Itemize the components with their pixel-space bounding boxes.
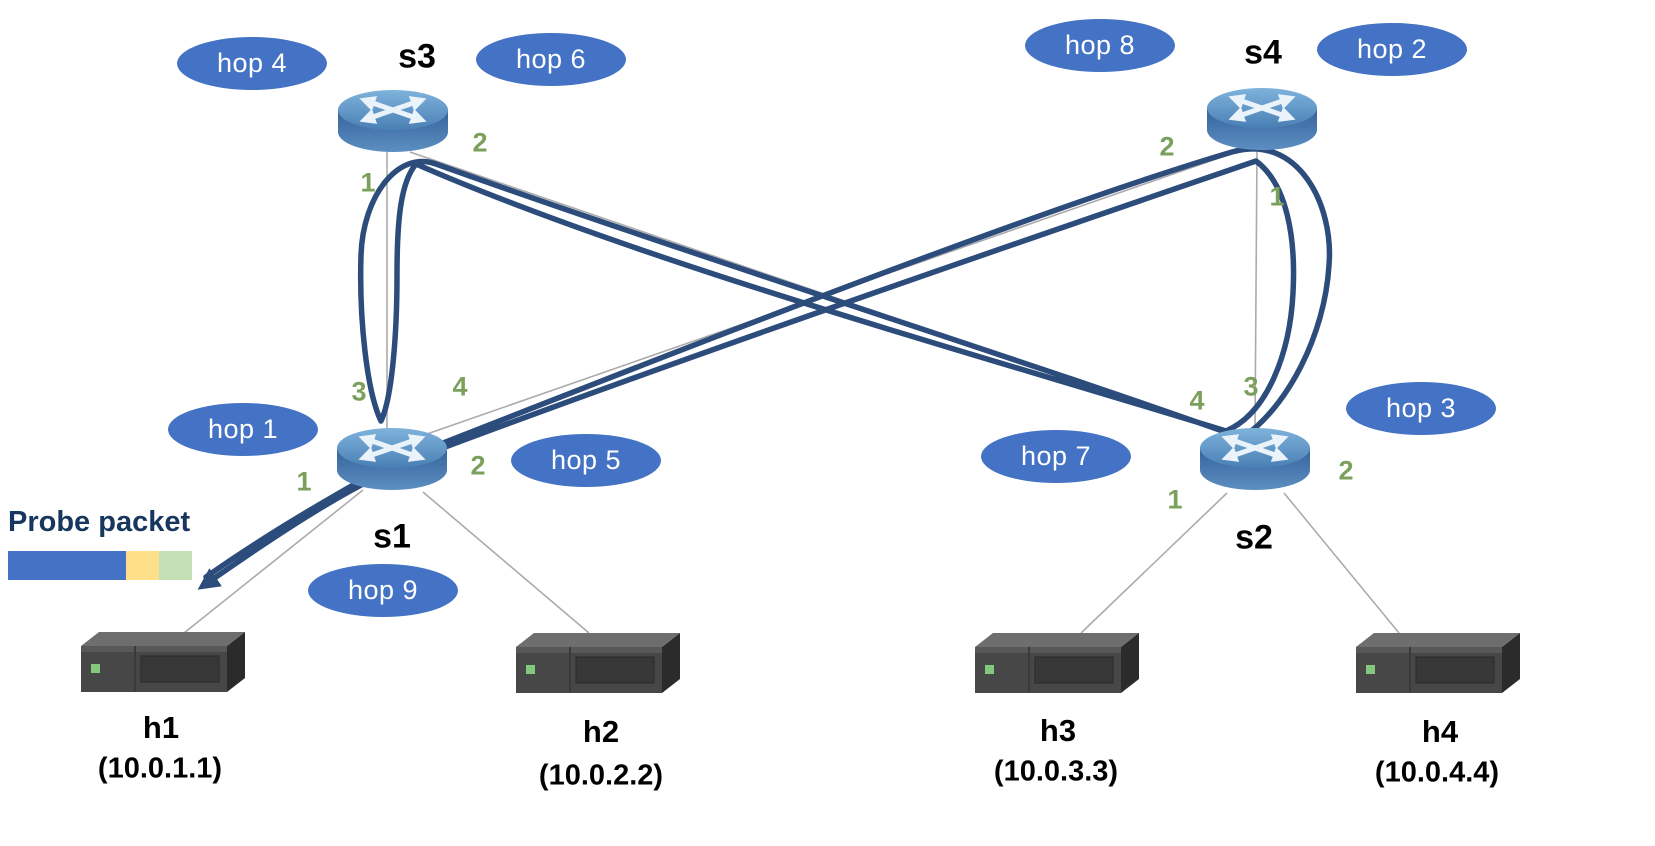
port-label-s2-3: 3 bbox=[1243, 371, 1259, 402]
server-icon-h1 bbox=[77, 630, 247, 694]
router-icon-s4 bbox=[1200, 78, 1324, 158]
router-icon-s2 bbox=[1193, 418, 1317, 498]
router-icon-s1 bbox=[330, 418, 454, 498]
port-label-s2-4: 4 bbox=[1189, 385, 1205, 416]
link-s1-h2 bbox=[422, 491, 590, 634]
probe-packet-bar bbox=[8, 551, 192, 580]
switch-label-s3: s3 bbox=[398, 37, 436, 76]
switch-label-s2: s2 bbox=[1235, 518, 1273, 557]
port-label-s1-4: 4 bbox=[452, 371, 468, 402]
link-s4-s2 bbox=[1254, 149, 1258, 431]
host-ip-h1: (10.0.1.1) bbox=[97, 752, 223, 785]
server-icon-h2 bbox=[512, 631, 682, 695]
hop-label-2: hop 2 bbox=[1317, 23, 1467, 76]
host-label-h2: h2 bbox=[582, 714, 620, 749]
probe-segment-blue bbox=[8, 551, 126, 580]
link-s1-h1 bbox=[183, 489, 364, 634]
hop-label-6: hop 6 bbox=[476, 33, 626, 86]
port-label-s1-1: 1 bbox=[296, 466, 312, 497]
host-ip-h3: (10.0.3.3) bbox=[993, 755, 1119, 788]
port-label-s1-2: 2 bbox=[470, 450, 486, 481]
host-label-h4: h4 bbox=[1421, 714, 1459, 749]
port-label-s2-1: 1 bbox=[1167, 484, 1183, 515]
router-icon-s3 bbox=[331, 80, 455, 160]
hop-label-4: hop 4 bbox=[177, 37, 327, 90]
probe-packet-label: Probe packet bbox=[8, 506, 191, 538]
port-label-s1-3: 3 bbox=[351, 376, 367, 407]
server-icon-h3 bbox=[971, 631, 1141, 695]
hop-label-8: hop 8 bbox=[1025, 19, 1175, 72]
hop-label-5: hop 5 bbox=[511, 434, 661, 487]
port-label-s3-2: 2 bbox=[472, 127, 488, 158]
link-s2-h4 bbox=[1283, 492, 1400, 634]
switch-label-s4: s4 bbox=[1244, 33, 1282, 72]
port-label-s4-1: 1 bbox=[1269, 181, 1285, 212]
host-ip-h2: (10.0.2.2) bbox=[538, 759, 664, 792]
probe-path bbox=[197, 146, 1333, 590]
host-label-h3: h3 bbox=[1039, 713, 1077, 748]
probe-segment-yellow bbox=[126, 551, 159, 580]
port-label-s2-2: 2 bbox=[1338, 455, 1354, 486]
server-icon-h4 bbox=[1352, 631, 1522, 695]
hop-label-7: hop 7 bbox=[981, 430, 1131, 483]
link-s2-h3 bbox=[1080, 492, 1228, 634]
hop-label-9: hop 9 bbox=[308, 564, 458, 617]
switch-label-s1: s1 bbox=[373, 517, 411, 556]
host-label-h1: h1 bbox=[142, 710, 180, 745]
port-label-s3-1: 1 bbox=[360, 167, 376, 198]
host-ip-h4: (10.0.4.4) bbox=[1374, 756, 1500, 789]
port-label-s4-2: 2 bbox=[1159, 131, 1175, 162]
hop-label-3: hop 3 bbox=[1346, 382, 1496, 435]
hop-label-1: hop 1 bbox=[168, 403, 318, 456]
probe-segment-green bbox=[159, 551, 192, 580]
